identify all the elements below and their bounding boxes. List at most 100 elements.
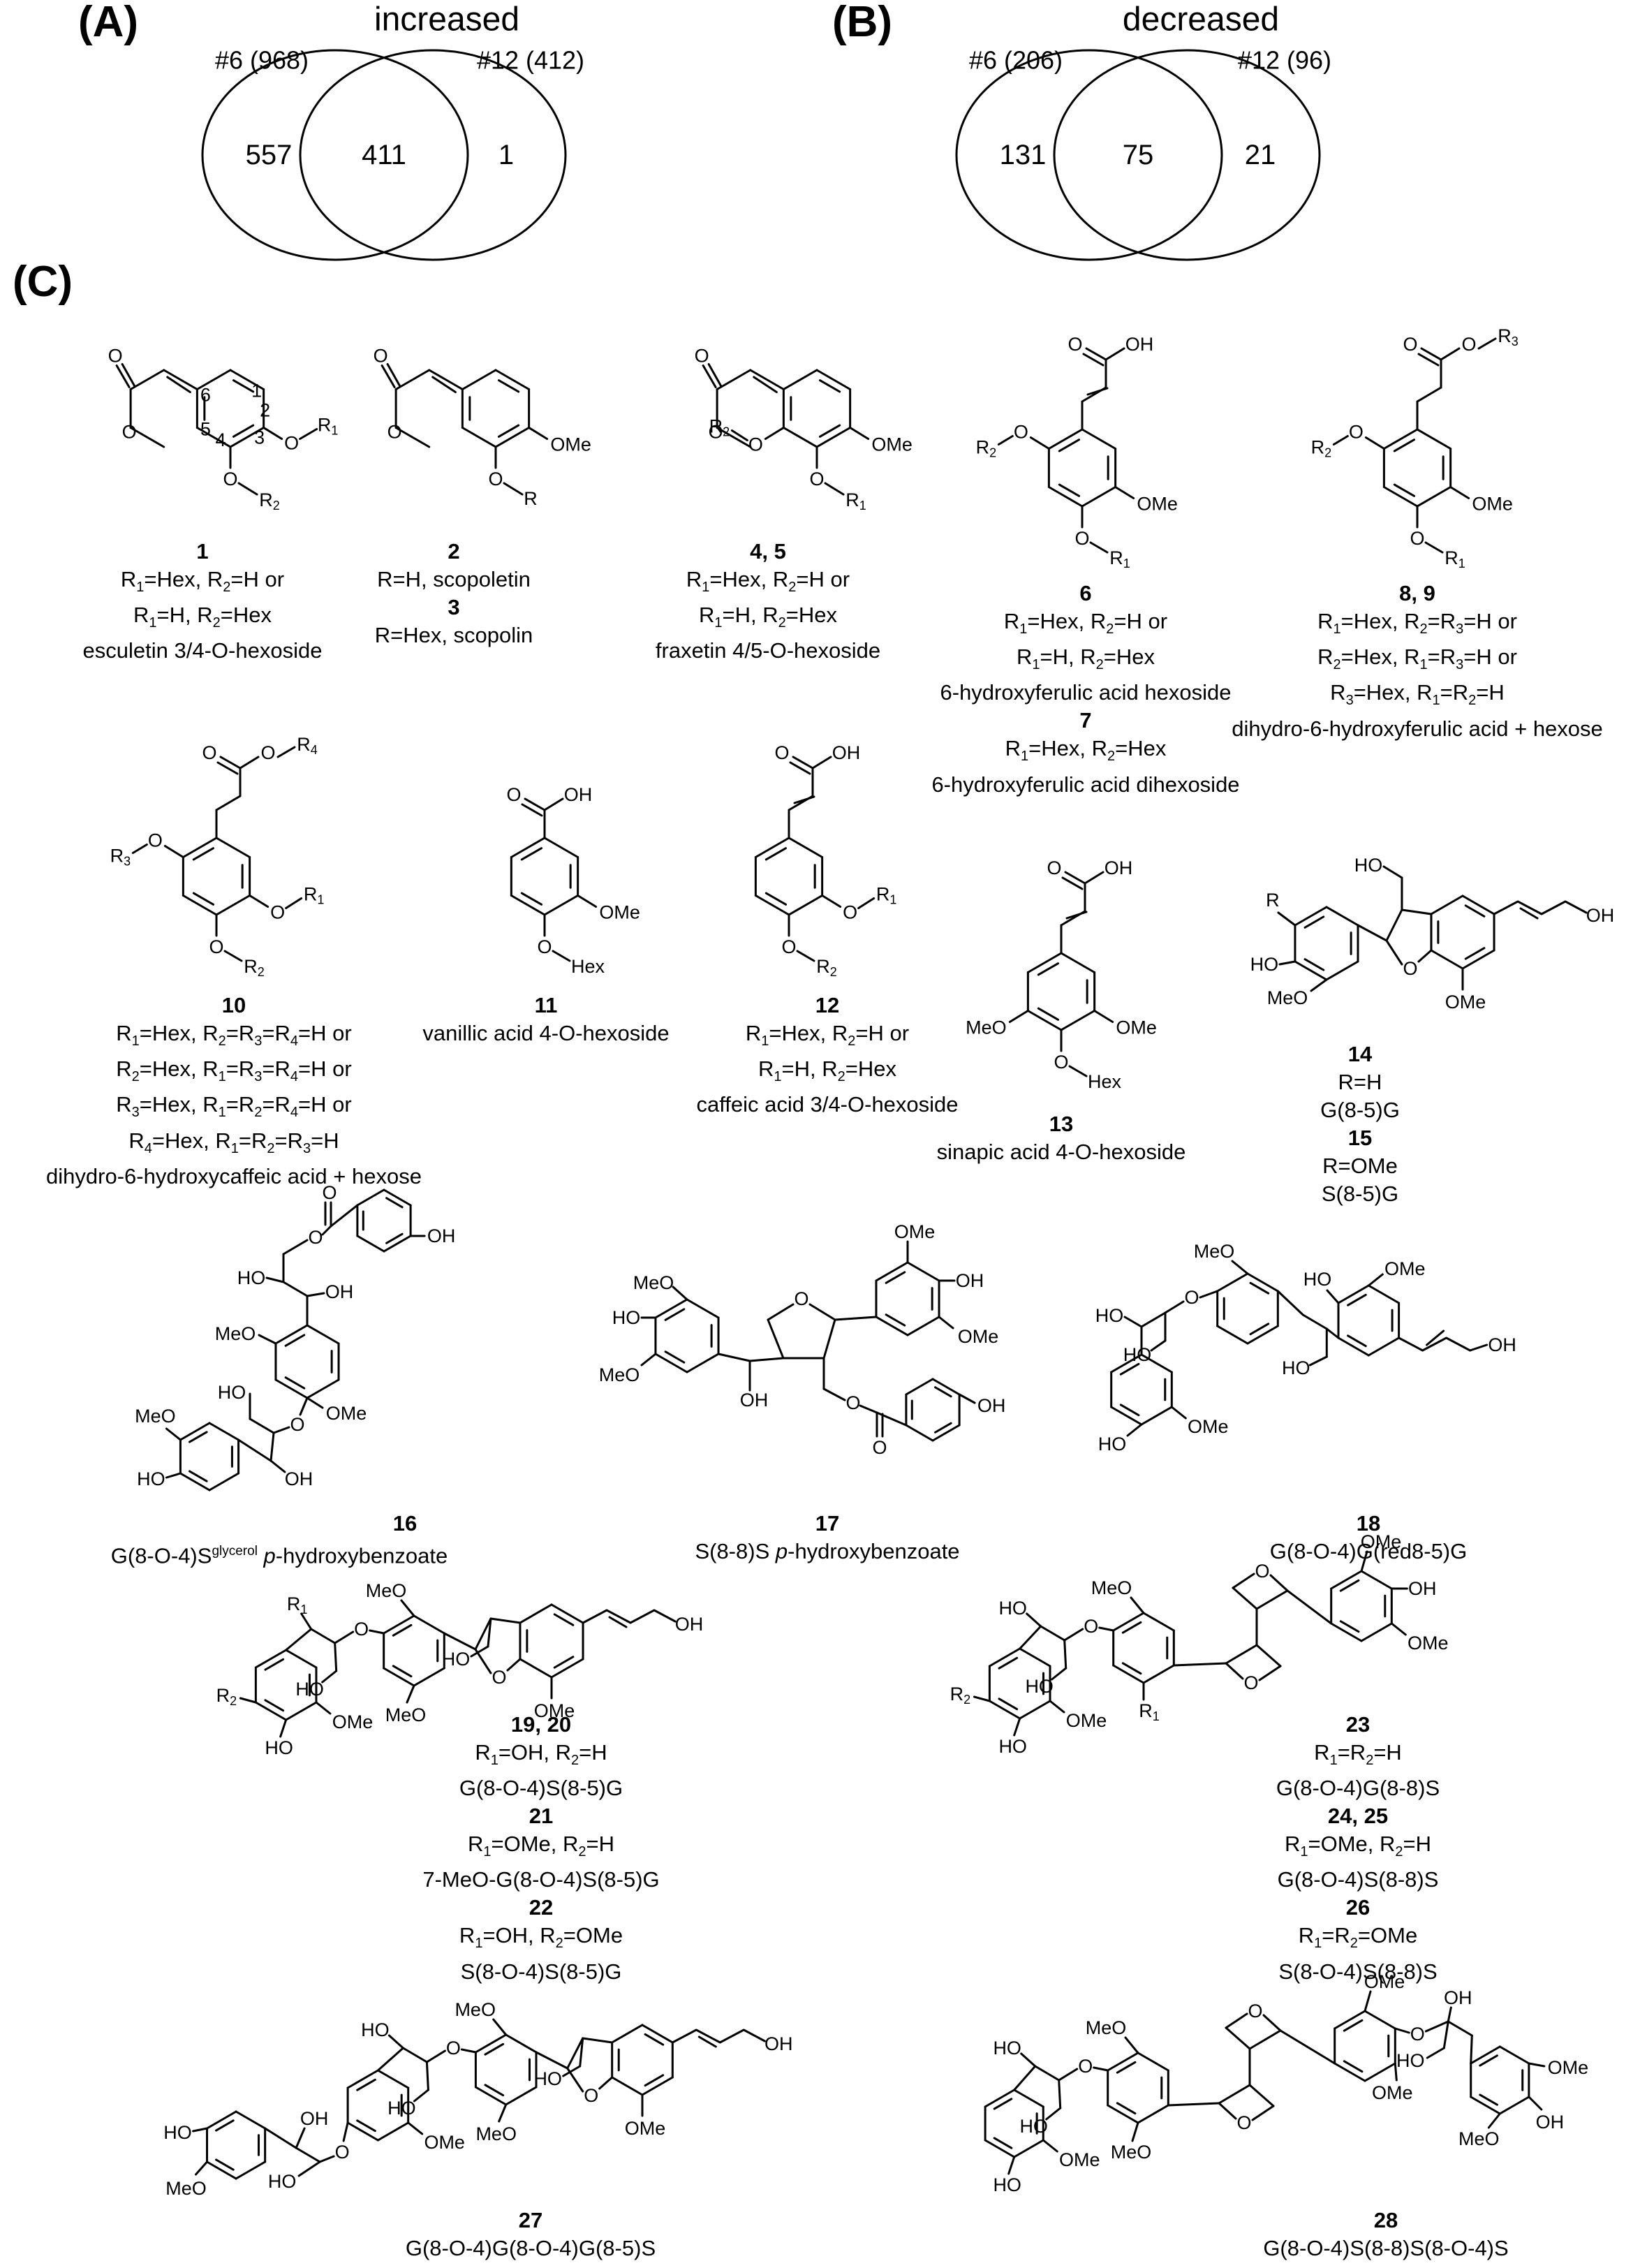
set-left-label: #6 (968) [215,46,309,75]
caption-13: 13 sinapic acid 4-O-hexoside [937,1110,1186,1166]
atom-label: 3 [254,427,265,448]
compound-name: esculetin 3/4-O-hexoside [82,638,323,663]
atom-label: O [1255,1561,1269,1582]
atom-label: 5 [200,419,211,440]
caption-1: 1 R1=Hex, R2=H or R1=H, R2=Hex esculetin… [83,538,323,665]
caption-18: 18 G(8-O-4)G(red8-5)G [1270,1510,1467,1566]
atom-label: O [374,346,388,367]
caption-4-5: 4, 5 R1=Hex, R2=H or R1=H, R2=Hex fraxet… [656,538,880,665]
atom-label: O [843,902,857,923]
compound-number: 2 [448,539,460,564]
atom-label: OH [740,1390,769,1411]
left-only-count: 131 [1000,140,1047,170]
compound-name: caffeic acid 3/4-O-hexoside [696,1092,959,1117]
caption-line: R1=Hex, R2=R3=R4=H or [116,1021,352,1050]
caption-line: R1=OH, R2=OMe [459,1923,623,1952]
caption-line: R2=Hex, R1=R3=H or [1317,645,1517,673]
atom-label: MeO [135,1406,176,1427]
compound-name: G(8-5)G [1320,1098,1400,1122]
atom-label: R1 [845,489,866,513]
atom-label: O [1236,2112,1251,2133]
atom-label: OH [1586,905,1615,926]
atom-label: MeO [385,1704,427,1725]
atom-label: OMe [1137,494,1178,515]
atom-label: O [845,1392,860,1413]
compound-name: G(8-O-4)G(8-8)S [1276,1776,1440,1801]
atom-label: O [695,346,709,367]
atom-label: O [794,1288,808,1309]
atom-label: HO [218,1382,246,1403]
atom-label: MeO [1091,1577,1132,1598]
compound-number: 13 [1049,1112,1074,1136]
atom-label: MeO [633,1272,674,1293]
compound-number: 15 [1347,1126,1373,1150]
atom-label: R2 [244,956,265,979]
caption-16: 16 G(8-O-4)Sglycerol p-hydroxybenzoate [111,1510,448,1570]
compound-number: 12 [815,993,840,1017]
atom-label: Hex [1088,1071,1122,1092]
atom-label: MeO [1086,2017,1127,2038]
compound-name: vanillic acid 4-O-hexoside [422,1021,670,1045]
compound-name: S(8-O-4)S(8-8)S [1278,1959,1438,1984]
set-left-ellipse [955,49,1223,261]
atom-label: HO [1098,1434,1127,1455]
caption-line: R1=Hex, R2=H or [686,567,850,596]
atom-label: MeO [215,1323,256,1344]
atom-label: OMe [599,902,640,923]
atom-label: OMe [326,1403,367,1424]
caption-line: R2=Hex, R1=R3=R4=H or [116,1056,352,1085]
compound-name: G(8-O-4)S(8-5)G [459,1776,623,1801]
caption-2-3: 2 R=H, scopoletin 3 R=Hex, scopolin [375,538,533,649]
atom-label: R2 [976,437,997,460]
caption-8-9: 8, 9 R1=Hex, R2=R3=H or R2=Hex, R1=R3=H … [1232,580,1603,743]
caption-line: R3=Hex, R1=R2=R4=H or [116,1092,352,1121]
atom-label: O [322,1182,337,1203]
atom-label: OH [1408,1578,1437,1599]
atom-label: OMe [625,2118,666,2139]
atom-label: HO [612,1307,641,1328]
atom-label: O [809,469,824,489]
atom-label: O [748,434,763,455]
atom-label: OH [427,1225,456,1246]
atom-label: R1 [1109,547,1130,570]
atom-label: O [209,936,223,957]
atom-label: MeO [1194,1241,1235,1262]
venn-title: increased [374,1,519,38]
compound-number: 14 [1347,1042,1373,1066]
compound-number: 26 [1345,1895,1371,1920]
compound-number: 6 [1079,581,1092,605]
atom-label: R [524,488,538,509]
caption-line: R=H [1338,1070,1382,1094]
atom-label: R3 [1498,325,1519,348]
atom-label: O [1403,334,1417,355]
atom-label: O [1078,2056,1093,2077]
atom-label: OH [1444,1987,1472,2008]
atom-label: MeO [1458,2128,1500,2149]
atom-label: O [709,422,723,443]
caption-14-15: 14 R=H G(8-5)G 15 R=OMe S(8-5)G [1320,1040,1400,1208]
atom-label: OMe [1384,1258,1426,1279]
atom-label: O [223,469,237,489]
atom-label: OH [1488,1334,1516,1355]
caption-line: R1=H, R2=Hex [699,603,837,631]
atom-label: O [872,1437,887,1458]
compound-name: 7-MeO-G(8-O-4)S(8-5)G [422,1867,660,1892]
atom-label: R1 [318,415,339,438]
compound-number: 27 [518,2208,543,2232]
atom-label: 1 [251,381,262,402]
caption-line: R1=H, R2=Hex [133,603,272,631]
atom-label: O [335,2142,350,2163]
atom-label: HO [1303,1269,1332,1290]
atom-label: R [1266,890,1280,911]
atom-label: OMe [1364,1971,1405,1992]
atom-label: R2 [259,489,280,513]
atom-label: HO [1095,1305,1124,1326]
